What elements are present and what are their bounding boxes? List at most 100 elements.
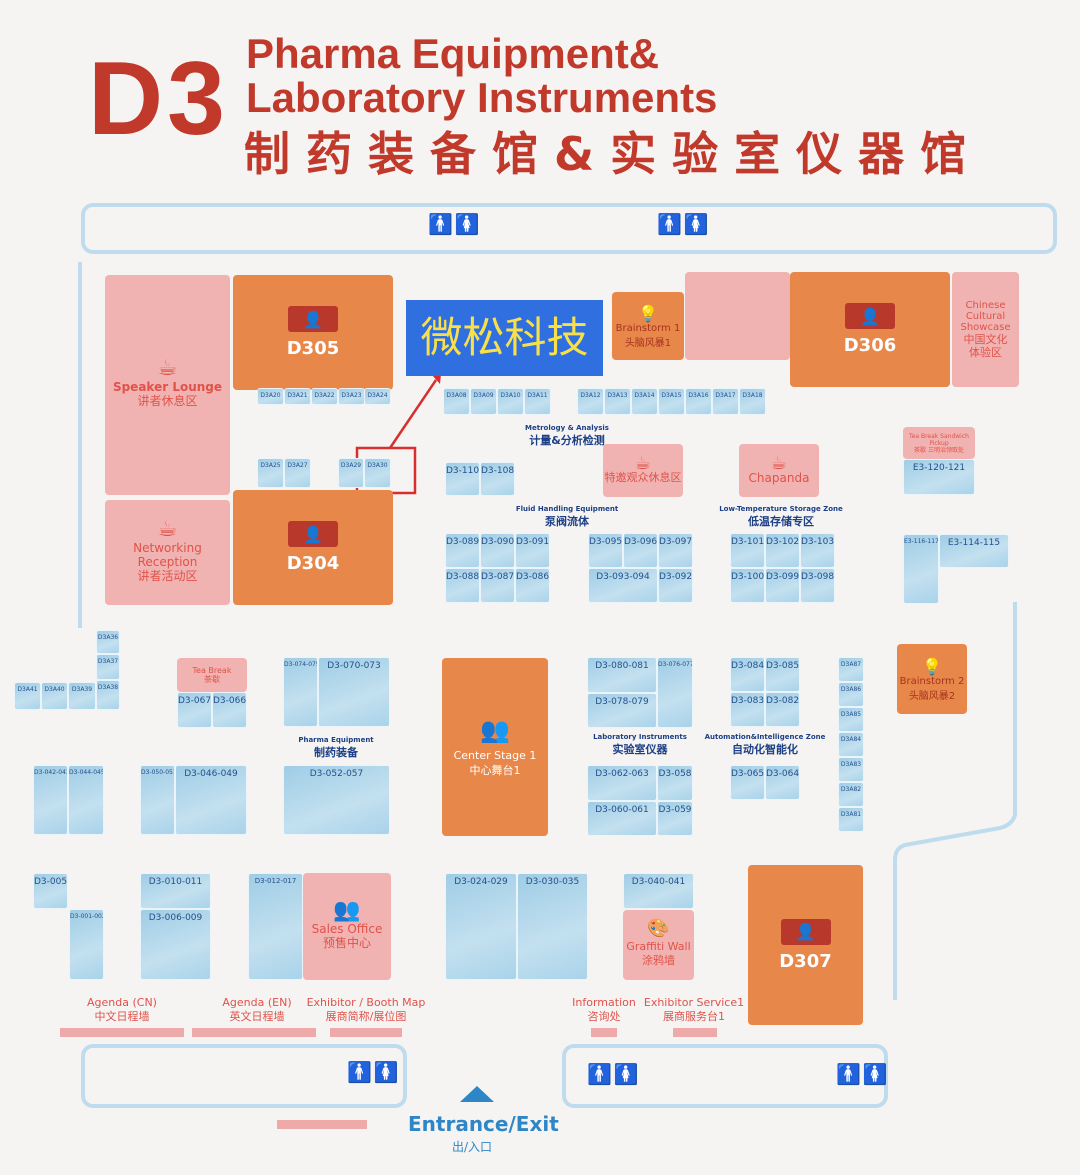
booth-d3-042-043[interactable]: D3-042-043 <box>33 765 68 835</box>
hall-d304[interactable]: 👤D304 <box>233 490 393 605</box>
booth-d3-084[interactable]: D3-084 <box>730 657 765 692</box>
booth-d3-044-045[interactable]: D3-044-045 <box>68 765 104 835</box>
booth-d3-050-051[interactable]: D3-050-051 <box>140 765 175 835</box>
booth-d3a24[interactable]: D3A24 <box>364 388 391 405</box>
booth-d3a86[interactable]: D3A86 <box>838 682 864 707</box>
booth-d3-067[interactable]: D3-067 <box>177 692 212 728</box>
booth-d3-070-073[interactable]: D3-070-073 <box>318 657 390 727</box>
booth-d3-088[interactable]: D3-088 <box>445 568 480 603</box>
booth-d3a37[interactable]: D3A37 <box>96 654 120 680</box>
booth-d3-099[interactable]: D3-099 <box>765 568 800 603</box>
restroom-icon: 🚹🚺 <box>657 212 711 236</box>
booth-d3a23[interactable]: D3A23 <box>338 388 365 405</box>
booth-d3-058[interactable]: D3-058 <box>657 765 693 801</box>
booth-d3a41[interactable]: D3A41 <box>14 682 41 710</box>
booth-d3a20[interactable]: D3A20 <box>257 388 284 405</box>
booth-d3a81[interactable]: D3A81 <box>838 807 864 832</box>
entrance-arrow-icon <box>460 1086 494 1102</box>
booth-d3a18[interactable]: D3A18 <box>739 388 766 415</box>
booth-d3-040-041[interactable]: D3-040-041 <box>623 873 694 909</box>
booth-d3a84[interactable]: D3A84 <box>838 732 864 757</box>
booth-d3-101[interactable]: D3-101 <box>730 533 765 568</box>
booth-d3-005[interactable]: D3-005 <box>33 873 68 909</box>
title-en-line2: Laboratory Instruments <box>246 74 718 121</box>
booth-d3-001-002[interactable]: D3-001-002 <box>69 909 104 980</box>
booth-d3-095[interactable]: D3-095 <box>588 533 623 568</box>
booth-d3-091[interactable]: D3-091 <box>515 533 550 568</box>
booth-d3-006-009[interactable]: D3-006-009 <box>140 909 211 980</box>
booth-d3a36[interactable]: D3A36 <box>96 630 120 654</box>
booth-d3-065[interactable]: D3-065 <box>730 765 765 800</box>
brain-icon: 💡 <box>638 303 658 323</box>
booth-d3a21[interactable]: D3A21 <box>284 388 311 405</box>
booth-d3a25[interactable]: D3A25 <box>257 458 284 488</box>
booth-d3-076-077[interactable]: D3-076-077 <box>657 657 693 728</box>
entrance-label[interactable]: Entrance/Exit <box>408 1112 559 1136</box>
booth-d3-090[interactable]: D3-090 <box>480 533 515 568</box>
booth-d3a82[interactable]: D3A82 <box>838 782 864 807</box>
booth-d3a29[interactable]: D3A29 <box>338 458 364 488</box>
booth-d3a30[interactable]: D3A30 <box>364 458 391 488</box>
booth-d3a38[interactable]: D3A38 <box>96 680 120 710</box>
booth-d3-093-094[interactable]: D3-093-094 <box>588 568 658 603</box>
speaker-icon: 👤 <box>845 303 895 329</box>
booth-d3a40[interactable]: D3A40 <box>41 682 68 710</box>
booth-e3-116-117[interactable]: E3-116-117 <box>903 534 939 604</box>
booth-d3a83[interactable]: D3A83 <box>838 757 864 782</box>
booth-d3a22[interactable]: D3A22 <box>311 388 338 405</box>
hall-d306[interactable]: 👤D306 <box>790 272 950 387</box>
booth-d3a17[interactable]: D3A17 <box>712 388 739 415</box>
hall-d305[interactable]: 👤D305 <box>233 275 393 390</box>
booth-d3a10[interactable]: D3A10 <box>497 388 524 415</box>
booth-e3-114-115[interactable]: E3-114-115 <box>939 534 1009 568</box>
booth-d3-080-081[interactable]: D3-080-081 <box>587 657 657 693</box>
booth-d3-052-057[interactable]: D3-052-057 <box>283 765 390 835</box>
booth-d3-100[interactable]: D3-100 <box>730 568 765 603</box>
booth-d3a15[interactable]: D3A15 <box>658 388 685 415</box>
booth-d3-089[interactable]: D3-089 <box>445 533 480 568</box>
booth-d3a39[interactable]: D3A39 <box>68 682 96 710</box>
booth-d3-046-049[interactable]: D3-046-049 <box>175 765 247 835</box>
booth-d3-103[interactable]: D3-103 <box>800 533 835 568</box>
booth-d3-098[interactable]: D3-098 <box>800 568 835 603</box>
booth-d3-012-017[interactable]: D3-012-017 <box>248 873 303 980</box>
booth-d3-030-035[interactable]: D3-030-035 <box>517 873 588 980</box>
booth-d3a16[interactable]: D3A16 <box>685 388 712 415</box>
booth-d3-066[interactable]: D3-066 <box>212 692 247 728</box>
booth-d3-092[interactable]: D3-092 <box>658 568 693 603</box>
booth-d3-086[interactable]: D3-086 <box>515 568 550 603</box>
booth-d3-085[interactable]: D3-085 <box>765 657 800 692</box>
booth-d3-024-029[interactable]: D3-024-029 <box>445 873 517 980</box>
booth-d3a12[interactable]: D3A12 <box>577 388 604 415</box>
booth-d3a08[interactable]: D3A08 <box>443 388 470 415</box>
booth-d3-083[interactable]: D3-083 <box>730 692 765 727</box>
booth-d3-087[interactable]: D3-087 <box>480 568 515 603</box>
booth-d3-110[interactable]: D3-110 <box>445 462 480 496</box>
booth-d3-059[interactable]: D3-059 <box>657 801 693 836</box>
booth-d3-060-061[interactable]: D3-060-061 <box>587 801 657 836</box>
booth-d3-097[interactable]: D3-097 <box>658 533 693 568</box>
booth-d3-082[interactable]: D3-082 <box>765 692 800 727</box>
hall-d307[interactable]: 👤D307 <box>748 865 863 1025</box>
booth-d3-062-063[interactable]: D3-062-063 <box>587 765 657 801</box>
title-en-line1: Pharma Equipment& <box>246 30 660 77</box>
booth-d3a14[interactable]: D3A14 <box>631 388 658 415</box>
booth-d3-078-079[interactable]: D3-078-079 <box>587 693 657 728</box>
booth-d3a09[interactable]: D3A09 <box>470 388 497 415</box>
booth-d3a87[interactable]: D3A87 <box>838 657 864 682</box>
booth-e3-120-121[interactable]: E3-120-121 <box>903 459 975 495</box>
booth-d3a27[interactable]: D3A27 <box>284 458 311 488</box>
booth-d3-064[interactable]: D3-064 <box>765 765 800 800</box>
booth-d3-102[interactable]: D3-102 <box>765 533 800 568</box>
booth-d3a85[interactable]: D3A85 <box>838 707 864 732</box>
booth-d3-010-011[interactable]: D3-010-011 <box>140 873 211 909</box>
booth-d3-108[interactable]: D3-108 <box>480 462 515 496</box>
booth-d3a13[interactable]: D3A13 <box>604 388 631 415</box>
booth-d3a11[interactable]: D3A11 <box>524 388 551 415</box>
booth-d3-096[interactable]: D3-096 <box>623 533 658 568</box>
booth-d3-074-075[interactable]: D3-074-075 <box>283 657 318 727</box>
